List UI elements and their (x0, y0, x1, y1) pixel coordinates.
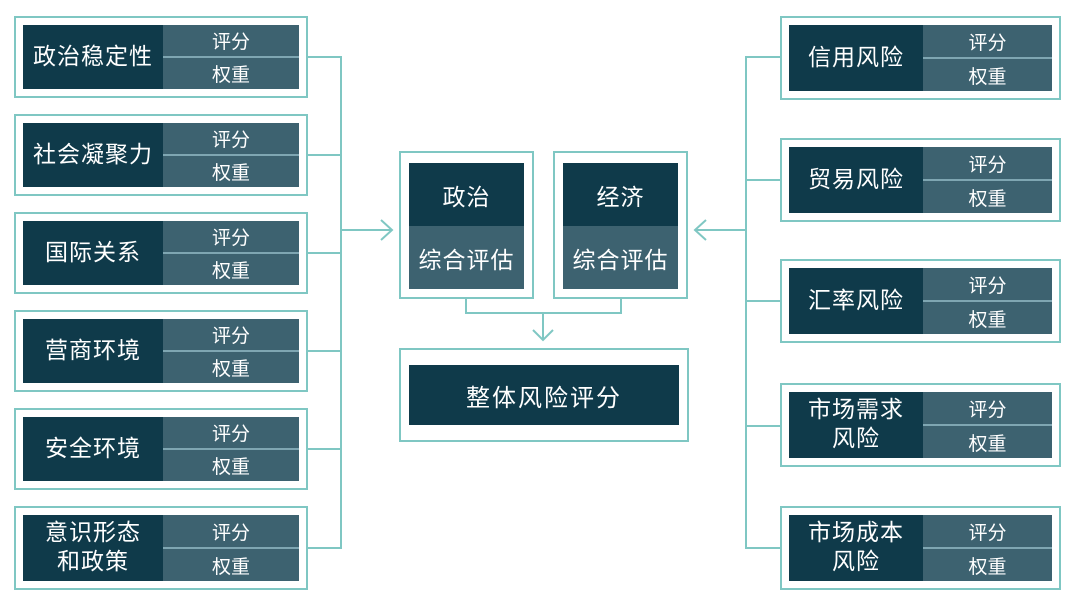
score-label: 评分 (163, 123, 299, 154)
factor-card-exchange-rate-risk: 汇率风险 评分 权重 (780, 259, 1061, 343)
factor-card-international-relations: 国际关系 评分 权重 (14, 212, 308, 294)
factor-card-trade-risk: 贸易风险 评分 权重 (780, 138, 1061, 222)
score-label: 评分 (163, 417, 299, 448)
left-arrowhead (380, 219, 394, 241)
weight-label: 权重 (923, 57, 1052, 91)
panel-subtitle: 综合评估 (563, 226, 678, 289)
factor-name: 政治稳定性 (23, 25, 163, 89)
factor-card-business-environment: 营商环境 评分 权重 (14, 310, 308, 392)
weight-label: 权重 (923, 547, 1052, 581)
score-label: 评分 (923, 392, 1052, 424)
factor-name: 营商环境 (23, 319, 163, 383)
weight-label: 权重 (163, 448, 299, 481)
factor-name: 意识形态 和政策 (23, 515, 163, 581)
score-label: 评分 (923, 147, 1052, 179)
economic-assessment-panel: 经济 综合评估 (553, 151, 688, 299)
factor-name: 社会凝聚力 (23, 123, 163, 187)
weight-label: 权重 (163, 547, 299, 581)
factor-card-market-demand-risk: 市场需求 风险 评分 权重 (780, 383, 1061, 467)
weight-label: 权重 (923, 300, 1052, 334)
score-label: 评分 (163, 319, 299, 350)
factor-card-ideology-policy: 意识形态 和政策 评分 权重 (14, 506, 308, 590)
panel-title: 经济 (563, 163, 678, 226)
score-label: 评分 (923, 515, 1052, 547)
factor-card-security-environment: 安全环境 评分 权重 (14, 408, 308, 490)
factor-name: 信用风险 (789, 25, 923, 91)
overall-risk-score-label: 整体风险评分 (409, 365, 679, 425)
factor-card-social-cohesion: 社会凝聚力 评分 权重 (14, 114, 308, 196)
score-label: 评分 (163, 25, 299, 56)
score-label: 评分 (163, 515, 299, 547)
factor-card-credit-risk: 信用风险 评分 权重 (780, 16, 1061, 100)
score-label: 评分 (923, 268, 1052, 300)
factor-name: 安全环境 (23, 417, 163, 481)
weight-label: 权重 (163, 56, 299, 89)
political-assessment-panel: 政治 综合评估 (399, 151, 534, 299)
right-arrowhead (693, 219, 707, 241)
panel-title: 政治 (409, 163, 524, 226)
weight-label: 权重 (163, 252, 299, 285)
factor-name: 市场成本 风险 (789, 515, 923, 581)
score-label: 评分 (923, 25, 1052, 57)
factor-name: 贸易风险 (789, 147, 923, 213)
merge-arrowhead (532, 329, 554, 342)
factor-name: 汇率风险 (789, 268, 923, 334)
weight-label: 权重 (163, 350, 299, 383)
weight-label: 权重 (923, 424, 1052, 458)
weight-label: 权重 (163, 154, 299, 187)
factor-name: 市场需求 风险 (789, 392, 923, 458)
left-connector (308, 56, 342, 549)
panel-subtitle: 综合评估 (409, 226, 524, 289)
score-label: 评分 (163, 221, 299, 252)
factor-card-political-stability: 政治稳定性 评分 权重 (14, 16, 308, 98)
right-connector (745, 56, 780, 549)
overall-risk-score-box: 整体风险评分 (399, 348, 689, 442)
merge-connector (465, 299, 622, 314)
factor-name: 国际关系 (23, 221, 163, 285)
factor-card-market-cost-risk: 市场成本 风险 评分 权重 (780, 506, 1061, 590)
weight-label: 权重 (923, 179, 1052, 213)
